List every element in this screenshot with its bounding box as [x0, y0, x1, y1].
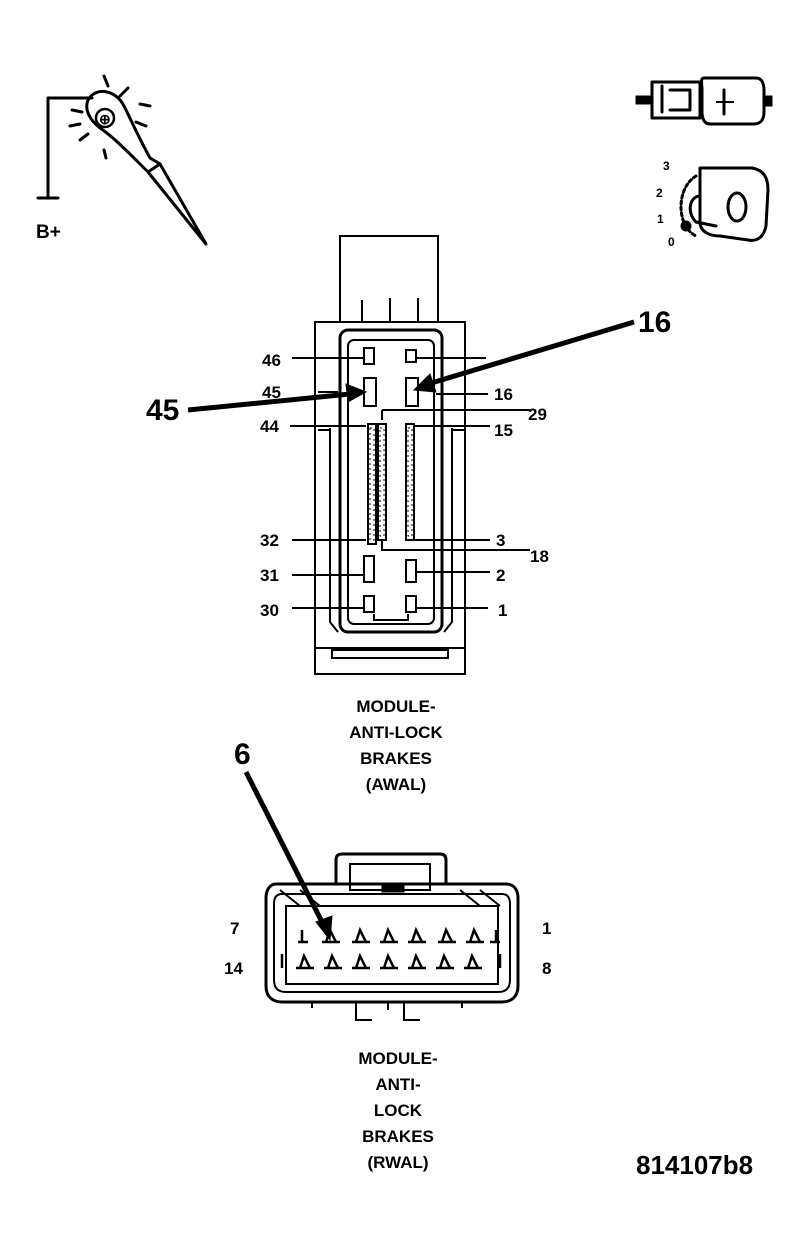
test-light-symbol: ⊕: [99, 111, 111, 127]
arrow-45-head: [345, 383, 368, 403]
b-plus-label: B+: [36, 222, 61, 243]
key-position-0: 0: [668, 235, 675, 249]
test-light-icon: ⊕: [36, 74, 208, 246]
awal-pin-44: 44: [260, 417, 279, 436]
small-pin-grid: [369, 427, 413, 541]
key-position-3: 3: [663, 159, 670, 173]
figure-id: 814107b8: [636, 1150, 753, 1180]
rwal-title-line-2: ANTI-: [375, 1075, 420, 1094]
rwal-pin-row-bottom: [280, 952, 502, 970]
awal-pin-45: 45: [262, 383, 281, 402]
ignition-key-icon: [679, 166, 770, 242]
awal-pin-18: 18: [530, 547, 549, 566]
rwal-title-line-3: LOCK: [374, 1101, 423, 1120]
awal-pin-31: 31: [260, 566, 279, 585]
rwal-title-line-1: MODULE-: [358, 1049, 437, 1068]
awal-pin-15: 15: [494, 421, 513, 440]
awal-title-line-3: BRAKES: [360, 749, 432, 768]
rwal-connector: [264, 852, 520, 1021]
rwal-callout-6: 6: [234, 738, 251, 771]
key-position-1: 1: [657, 212, 664, 226]
awal-pin-32: 32: [260, 531, 279, 550]
rwal-pin-1: 1: [542, 919, 551, 938]
rwal-title-line-4: BRAKES: [362, 1127, 434, 1146]
rwal-pin-row-top: [298, 926, 500, 944]
awal-callout-16: 16: [638, 306, 671, 339]
awal-pin-3: 3: [496, 531, 505, 550]
rwal-pin-7: 7: [230, 919, 239, 938]
awal-connector: [314, 235, 530, 675]
awal-pin-30: 30: [260, 601, 279, 620]
rwal-pin-14: 14: [224, 959, 243, 978]
awal-title-line-1: MODULE-: [356, 697, 435, 716]
key-position-2: 2: [656, 186, 663, 200]
rwal-pin-8: 8: [542, 959, 551, 978]
awal-leader-lines: [290, 357, 490, 609]
connector-disconnect-icon: [635, 76, 773, 126]
awal-pin-46: 46: [262, 351, 281, 370]
awal-title-line-2: ANTI-LOCK: [349, 723, 443, 742]
awal-callout-45: 45: [146, 394, 179, 427]
arrow-6-head: [315, 915, 333, 942]
awal-pin-29: 29: [528, 405, 547, 424]
awal-pin-1: 1: [498, 601, 507, 620]
rwal-title-line-5: (RWAL): [367, 1153, 428, 1172]
awal-pin-16: 16: [494, 385, 513, 404]
awal-pin-2: 2: [496, 566, 505, 585]
awal-title-line-4: (AWAL): [366, 775, 426, 794]
arrow-16-head: [412, 373, 437, 393]
